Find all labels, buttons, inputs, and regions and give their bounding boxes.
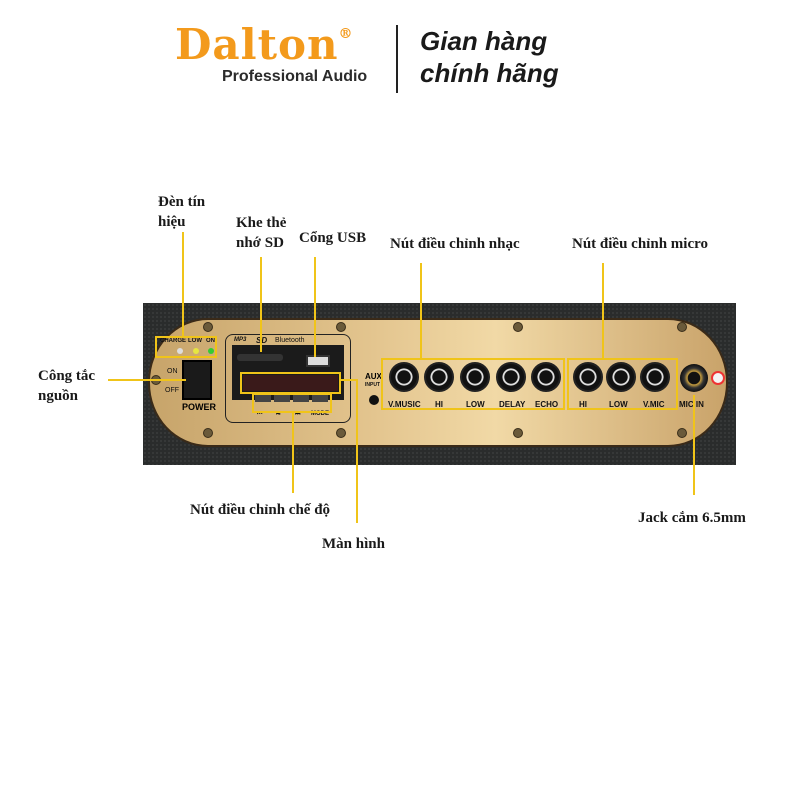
next-button[interactable] (293, 395, 309, 402)
mp3-logo: MP3 (234, 337, 247, 343)
aux-jack[interactable] (369, 395, 379, 405)
v-mic-label: V.MIC (643, 400, 665, 409)
display-label: Màn hình (322, 536, 385, 552)
next-icon: ⏭ (295, 411, 301, 417)
echo-label: ECHO (535, 400, 559, 409)
divider (396, 25, 398, 93)
mic-knobs-box (567, 358, 678, 410)
music-knobs-box (381, 358, 565, 410)
screw-icon (203, 322, 213, 332)
mode-buttons-label: Nút điều chỉnh chế độ (190, 502, 331, 518)
mode-label: MODE (311, 411, 329, 417)
callout-line (693, 395, 695, 495)
led-label-charge: CHARGE (160, 338, 187, 344)
delay-knob[interactable] (496, 362, 526, 392)
led-highlight-box (155, 336, 217, 358)
seal-sticker (711, 371, 725, 385)
play-pause-button[interactable] (274, 395, 290, 402)
display-screen (243, 375, 338, 391)
bluetooth-logo: Bluetooth (275, 337, 305, 344)
screw-icon (203, 428, 213, 438)
screw-icon (677, 428, 687, 438)
slogan-line1: Gian hàng (420, 26, 548, 56)
sd-card-slot[interactable] (237, 354, 283, 361)
screw-icon (513, 322, 523, 332)
mic-hi-knob[interactable] (573, 362, 603, 392)
jack-label: Jack cắm 6.5mm (638, 510, 746, 526)
aux-input-label: INPUT (365, 382, 380, 388)
display-box (240, 372, 341, 394)
screw-icon (336, 428, 346, 438)
callout-line (356, 379, 358, 523)
mic-hi-label: HI (579, 400, 587, 409)
mode-buttons-box (252, 393, 332, 413)
screw-icon (336, 322, 346, 332)
v-music-knob[interactable] (389, 362, 419, 392)
brand-tagline: Professional Audio (222, 68, 368, 85)
music-knobs-label: Nút điều chỉnh nhạc (390, 236, 520, 252)
player-module (225, 334, 351, 423)
music-low-label: LOW (466, 400, 485, 409)
callout-line (314, 257, 316, 357)
led-label-on: ON (206, 338, 215, 344)
echo-knob[interactable] (531, 362, 561, 392)
brand-logo: Dalton® (175, 20, 354, 69)
prev-icon: ⏮ (257, 411, 263, 417)
mic-knobs-label: Nút điều chỉnh micro (572, 236, 708, 252)
mic-in-jack[interactable] (680, 364, 708, 392)
screw-icon (677, 322, 687, 332)
callout-line (182, 232, 184, 336)
v-music-label: V.MUSIC (388, 400, 421, 409)
low-led (193, 348, 199, 354)
delay-label: DELAY (499, 400, 526, 409)
switch-on-label: ON (167, 368, 178, 375)
power-label: POWER (182, 402, 217, 412)
play-pause-icon: ⏯ (276, 411, 281, 417)
music-hi-label: HI (435, 400, 443, 409)
callout-line (292, 413, 294, 493)
callout-line (260, 257, 262, 352)
led-label-low: LOW (188, 338, 202, 344)
v-mic-knob[interactable] (640, 362, 670, 392)
charge-led (177, 348, 183, 354)
music-hi-knob[interactable] (424, 362, 454, 392)
screw-icon (513, 428, 523, 438)
callout-line (420, 263, 422, 358)
prev-button[interactable] (255, 395, 271, 402)
music-low-knob[interactable] (460, 362, 490, 392)
mode-button[interactable] (312, 395, 328, 402)
mic-low-label: LOW (609, 400, 628, 409)
callout-line (108, 379, 186, 381)
callout-line (602, 263, 604, 358)
slogan-line2: chính hãng (420, 58, 559, 88)
switch-off-label: OFF (165, 387, 179, 394)
aux-label: AUX (365, 372, 382, 381)
on-led (208, 348, 214, 354)
mic-in-label: MIC IN (679, 400, 704, 409)
callout-line (340, 379, 358, 381)
usb-port[interactable] (306, 355, 330, 367)
usb-port-label: Cổng USB (299, 230, 367, 246)
power-switch[interactable] (182, 360, 212, 400)
mic-low-knob[interactable] (606, 362, 636, 392)
